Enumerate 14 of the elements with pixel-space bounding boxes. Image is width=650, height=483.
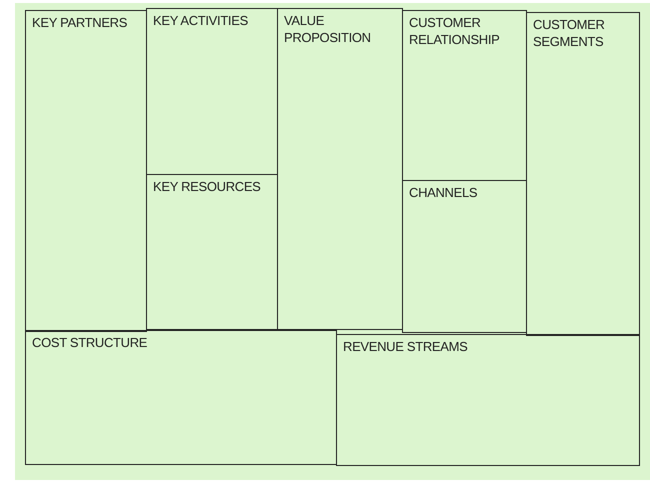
canvas-block [277, 8, 403, 330]
block-title: KEY RESOURCES [153, 178, 262, 195]
block-title: CUSTOMER RELATIONSHIP [409, 14, 500, 48]
block-title: KEY ACTIVITIES [153, 12, 249, 29]
block-title: CHANNELS [409, 184, 478, 201]
canvas-block [25, 10, 147, 332]
block-title: COST STRUCTURE [32, 334, 148, 351]
block-title: VALUE PROPOSITION [284, 12, 372, 46]
block-title: REVENUE STREAMS [343, 338, 468, 355]
canvas-block [25, 330, 337, 465]
block-title: KEY PARTNERS [32, 14, 128, 31]
canvas-block [336, 334, 640, 466]
block-title: CUSTOMER SEGMENTS [533, 16, 606, 50]
canvas-block [526, 12, 640, 336]
